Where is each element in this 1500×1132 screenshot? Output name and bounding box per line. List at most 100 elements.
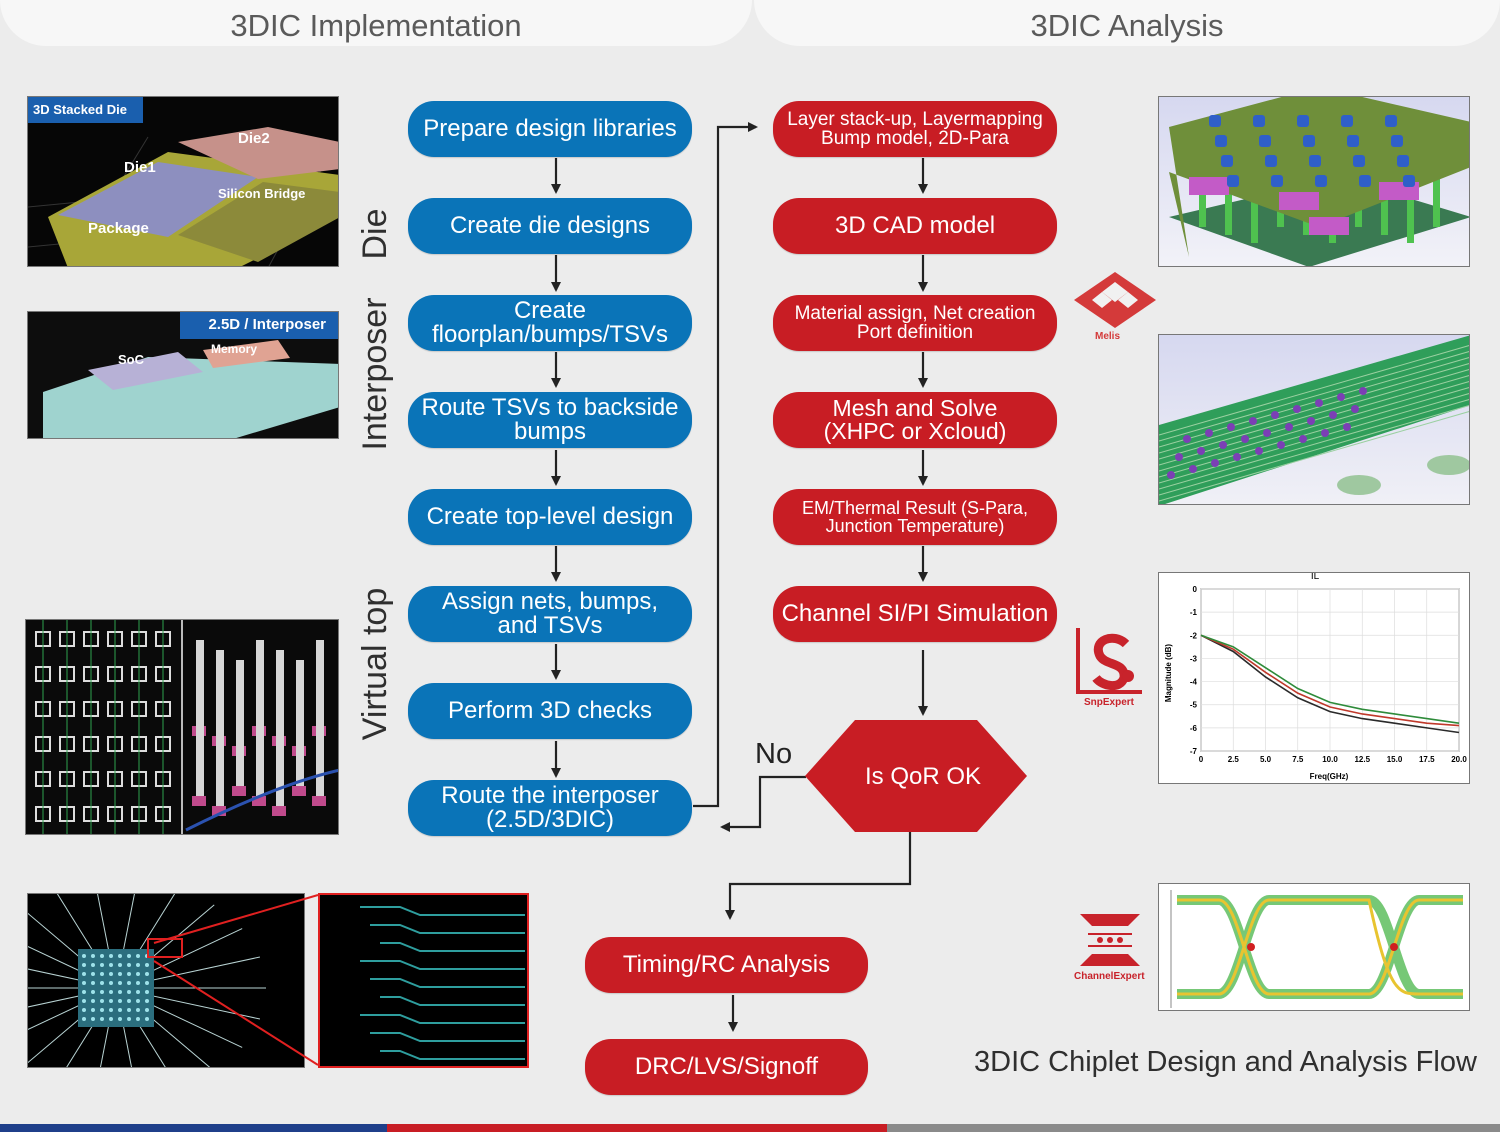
bump-dot: [109, 981, 113, 985]
chart-y-label: Magnitude (dB): [1164, 644, 1173, 703]
bump-dot: [91, 990, 95, 994]
step-layer-stackup[interactable]: Layer stack-up, Layermapping Bump model,…: [773, 101, 1057, 157]
pillar: [196, 710, 204, 800]
bump-dot: [145, 981, 149, 985]
y-tick-label: 0: [1193, 585, 1198, 594]
zoom-trace: [380, 1050, 525, 1060]
mesh-line: [1159, 381, 1469, 472]
pillar: [276, 720, 284, 810]
interposer-tag: 2.5D / Interposer: [180, 312, 338, 339]
bump-dot: [118, 1017, 122, 1021]
image-mesh-model: [1158, 334, 1470, 505]
bump-dot: [136, 999, 140, 1003]
cad-bump: [1397, 155, 1409, 167]
cad-pad: [1279, 192, 1319, 210]
y-tick-label: -4: [1190, 678, 1198, 687]
mesh-ball: [1167, 471, 1175, 479]
mesh-ball: [1343, 423, 1351, 431]
cad-bump: [1221, 155, 1233, 167]
bump-dot: [118, 972, 122, 976]
mesh-ball: [1329, 411, 1337, 419]
bump-dot: [91, 963, 95, 967]
bump-dot: [91, 999, 95, 1003]
bump-dot: [136, 972, 140, 976]
mesh-ball: [1299, 435, 1307, 443]
step-drc-lvs-signoff[interactable]: DRC/LVS/Signoff: [585, 1039, 868, 1095]
step-material-assign[interactable]: Material assign, Net creation Port defin…: [773, 295, 1057, 351]
mesh-ball: [1285, 423, 1293, 431]
y-tick-label: -1: [1190, 608, 1198, 617]
step-create-floorplan[interactable]: Create floorplan/bumps/TSVs: [408, 295, 692, 351]
zoom-trace: [360, 1014, 525, 1024]
bump-dot: [91, 1008, 95, 1012]
mesh-ball: [1233, 453, 1241, 461]
step-prepare-libraries[interactable]: Prepare design libraries: [408, 101, 692, 157]
mesh-line: [1159, 387, 1469, 478]
y-tick-label: -3: [1190, 654, 1198, 663]
cad-bump: [1259, 135, 1271, 147]
step-assign-nets[interactable]: Assign nets, bumps, and TSVs: [408, 586, 692, 642]
mesh-line: [1159, 375, 1469, 466]
bump-dot: [118, 954, 122, 958]
x-tick-label: 0: [1199, 755, 1204, 764]
step-route-tsvs[interactable]: Route TSVs to backside bumps: [408, 392, 692, 448]
step-mesh-and-solve[interactable]: Mesh and Solve (XHPC or Xcloud): [773, 392, 1057, 448]
cad-bump: [1347, 135, 1359, 147]
step-timing-rc[interactable]: Timing/RC Analysis: [585, 937, 868, 993]
bump-dot: [118, 981, 122, 985]
melis-logo-icon: [1074, 272, 1156, 328]
image-routing-zoom: [318, 893, 529, 1068]
pillar: [316, 710, 324, 800]
stripe-red: [387, 1124, 887, 1132]
stacked-die-tag: 3D Stacked Die: [28, 97, 143, 123]
mesh-line: [1159, 351, 1469, 442]
image-3d-cad-model: [1158, 96, 1470, 267]
step-create-top-level[interactable]: Create top-level design: [408, 489, 692, 545]
bump-dot: [109, 990, 113, 994]
mesh-ball: [1307, 417, 1315, 425]
cad-pillar: [1433, 157, 1440, 227]
stripe-gray: [887, 1124, 1500, 1132]
cad-bump: [1385, 115, 1397, 127]
snpexpert-logo-text: SnpExpert: [1084, 697, 1135, 708]
x-tick-label: 20.0: [1451, 755, 1467, 764]
cad-pillar: [1407, 173, 1414, 243]
cad-bump: [1353, 155, 1365, 167]
step-route-interposer[interactable]: Route the interposer (2.5D/3DIC): [408, 780, 692, 836]
decision-diamond[interactable]: [805, 720, 1027, 832]
zoom-trace: [360, 906, 525, 916]
cad-bump: [1309, 155, 1321, 167]
eye-diagram: [1158, 883, 1470, 1011]
mesh-ball: [1255, 447, 1263, 455]
bump-dot: [127, 990, 131, 994]
x-tick-label: 15.0: [1387, 755, 1403, 764]
pillar: [196, 640, 204, 730]
cad-bump: [1303, 135, 1315, 147]
step-perform-3d-checks[interactable]: Perform 3D checks: [408, 683, 692, 739]
bump-dot: [109, 954, 113, 958]
step-channel-si-pi[interactable]: Channel SI/PI Simulation: [773, 586, 1057, 642]
step-em-thermal-result[interactable]: EM/Thermal Result (S-Para, Junction Temp…: [773, 489, 1057, 545]
bump-dot: [145, 972, 149, 976]
y-tick-label: -6: [1190, 724, 1198, 733]
mesh-line: [1159, 405, 1469, 496]
bump-dot: [136, 954, 140, 958]
zoom-trace: [380, 996, 525, 1006]
pillar-pad: [312, 796, 326, 806]
mesh-ball: [1189, 465, 1197, 473]
bump-dot: [82, 1017, 86, 1021]
bump-dot: [100, 1008, 104, 1012]
zoom-trace: [360, 960, 525, 970]
cad-pad: [1189, 177, 1229, 195]
step-create-die-designs[interactable]: Create die designs: [408, 198, 692, 254]
bump-dot: [127, 1008, 131, 1012]
channelexpert-logo-text: ChannelExpert: [1074, 971, 1145, 982]
image-routing-overview: [27, 893, 305, 1068]
bump-dot: [82, 990, 86, 994]
mesh-line: [1159, 411, 1469, 502]
chart-x-label: Freq(GHz): [1310, 772, 1349, 781]
mesh-ball: [1249, 417, 1257, 425]
mesh-line: [1159, 369, 1469, 460]
step-3d-cad-model[interactable]: 3D CAD model: [773, 198, 1057, 254]
